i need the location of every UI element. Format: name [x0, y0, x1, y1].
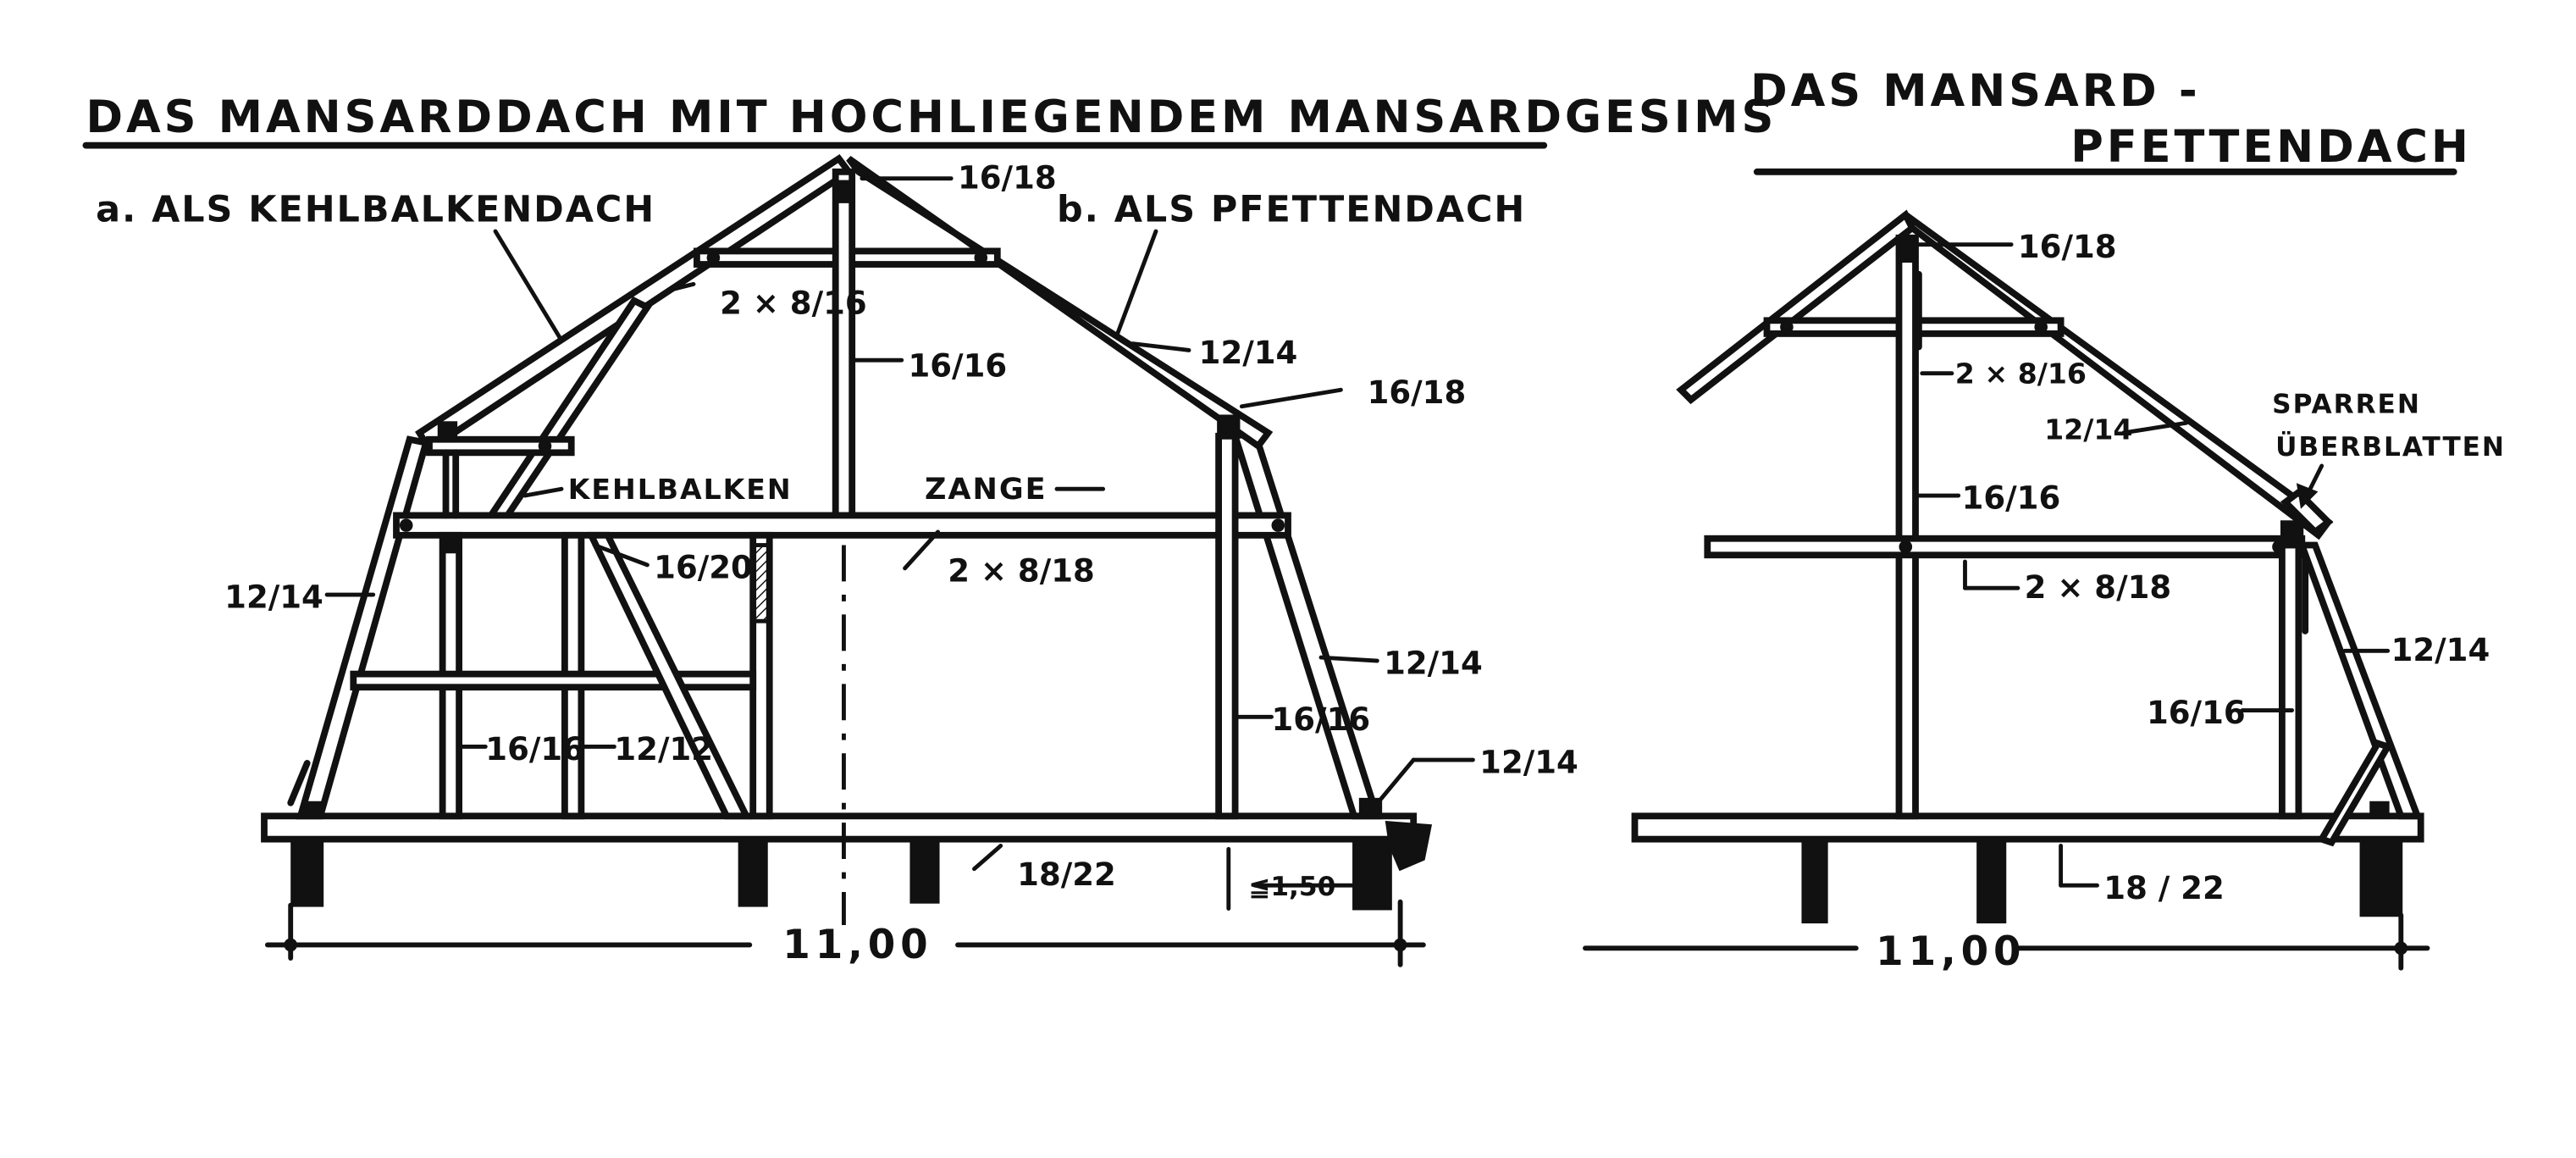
right-upper-rafter-left — [1676, 209, 1917, 405]
right-side-purlin — [2280, 520, 2304, 547]
right-drawing: DAS MANSARD - PFETTENDACH — [1583, 65, 2506, 975]
right-label-post: 16/16 — [2147, 695, 2246, 731]
left-kehlbalken — [393, 512, 1291, 539]
left-right-post — [1215, 432, 1239, 820]
left-lower-rafter-right — [1230, 429, 1382, 820]
left-title: DAS MANSARDDACH MIT HOCHLIEGENDEM MANSAR… — [86, 91, 1777, 143]
left-label-rafter-upper: 12/14 — [1199, 335, 1298, 371]
right-label-king-post: 16/16 — [1962, 480, 2061, 517]
left-eave-masonry — [1385, 820, 1433, 872]
left-king-post — [832, 168, 856, 519]
right-label-sparren: SPARREN — [2272, 390, 2421, 420]
left-lower-rafter-left — [296, 435, 431, 820]
left-label-overhang: ≦1,50 — [1248, 872, 1335, 902]
variant-b-label: b. ALS PFETTENDACH — [1057, 188, 1526, 230]
right-ridge-purlin — [1897, 239, 1917, 263]
left-upper-rafter-right — [846, 156, 1274, 451]
right-label-ridge-purlin: 16/18 — [2018, 229, 2117, 265]
right-support-2 — [1976, 837, 2007, 924]
left-label-post-right: 16/16 — [1271, 701, 1370, 738]
right-title-line2: PFETTENDACH — [2070, 121, 2472, 173]
right-label-rafter-lower: 12/14 — [2391, 632, 2490, 668]
right-upper-rafter-right — [1902, 212, 2333, 540]
left-top-purlin — [437, 421, 458, 441]
left-label-tongs-size: 2 × 8/18 — [948, 552, 1094, 589]
right-side-post — [2279, 541, 2302, 820]
left-label-ridge-purlin: 16/18 — [958, 159, 1057, 196]
right-king-post — [1895, 234, 1919, 820]
right-support-1 — [1801, 837, 1828, 924]
right-label-tongs: 2 × 8/18 — [2025, 569, 2171, 606]
left-diagonal-brace — [585, 531, 752, 820]
right-title-line1: DAS MANSARD - — [1750, 65, 2201, 117]
right-support-3 — [2359, 837, 2403, 917]
left-label-span: 11,00 — [782, 923, 932, 968]
right-label-ueberblatten: ÜBERBLATTEN — [2275, 430, 2506, 463]
right-foot-brace — [2316, 739, 2393, 847]
left-label-collar-tie: 2 × 8/16 — [720, 285, 866, 322]
left-label-zange: ZANGE — [925, 472, 1048, 507]
left-label-post-left: 16/16 — [485, 731, 584, 767]
left-hatched-post — [750, 543, 772, 623]
left-support-3 — [909, 837, 940, 904]
left-support-1 — [290, 837, 324, 907]
left-label-floor-beam: 18/22 — [1017, 856, 1116, 893]
left-label-kehlbalken: KEHLBALKEN — [568, 473, 793, 506]
right-floor-beam — [1631, 812, 2424, 843]
right-label-floor-beam: 18 / 22 — [2103, 870, 2224, 906]
right-label-rafter-upper: 12/14 — [2044, 413, 2132, 446]
right-label-span: 11,00 — [1876, 929, 2026, 975]
right-rafter-joint — [2280, 487, 2334, 537]
right-tongs — [1704, 535, 2306, 559]
left-ridge-purlin — [833, 180, 854, 203]
left-label-stud: 12/12 — [614, 731, 713, 767]
left-foot-left — [287, 760, 311, 806]
left-label-foot-rafter: 12/14 — [1479, 745, 1578, 781]
left-label-brace: 16/20 — [654, 550, 753, 586]
left-floor-beam — [261, 812, 1418, 843]
left-label-king-post: 16/16 — [908, 348, 1007, 385]
left-drawing: DAS MANSARDDACH MIT HOCHLIEGENDEM MANSAR… — [82, 91, 1777, 968]
left-support-2 — [738, 837, 768, 907]
right-label-collar: 2 × 8/16 — [1955, 357, 2087, 390]
left-support-4 — [1352, 837, 1392, 911]
left-top-bar — [426, 435, 575, 457]
left-label-purlin-right: 16/18 — [1368, 374, 1467, 411]
left-right-foot-purlin — [1358, 797, 1383, 818]
left-label-rafter-lower-right: 12/14 — [1384, 645, 1483, 682]
variant-a-label: a. ALS KEHLBALKENDACH — [96, 188, 655, 230]
left-mid-rail — [350, 670, 757, 691]
left-label-rafter-lower-left: 12/14 — [224, 579, 323, 616]
